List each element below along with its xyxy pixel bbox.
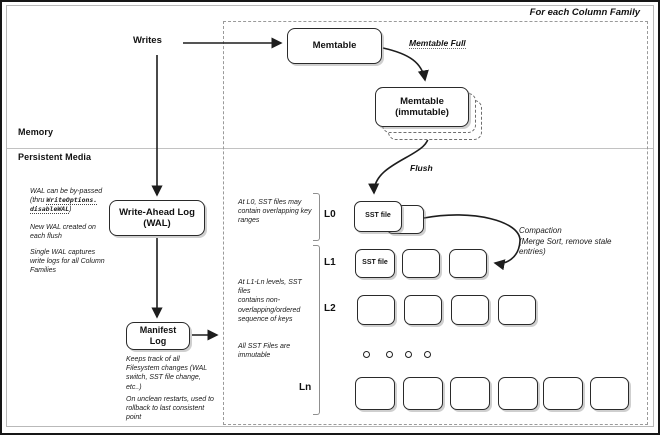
memtable-immutable-label-line1: Memtable [400,95,444,107]
wal-node: Write-Ahead Log (WAL) [109,200,205,236]
note-manifest-tracks: Keeps track of all Filesystem changes (W… [126,356,208,391]
persistent-media-section-label: Persistent Media [18,152,92,162]
bracket-l1-ln [313,245,320,415]
sst-box-l2-1 [357,295,395,325]
note-wal-bypass-line1: WAL can be by-passed [30,188,103,195]
sst-file-label-l1: SST file [362,259,388,267]
write-options-code: WriteOptions. [46,196,98,206]
sst-box-ln-4 [498,377,538,410]
sst-box-l0-front: SST file [354,201,402,232]
level-label-ln: Ln [299,382,312,393]
note-wal-new: New WAL created on each flush [30,224,96,241]
note-wal-single: Single WAL captures write logs for all C… [30,249,105,275]
memory-persistent-divider [7,148,653,149]
note-l1-ln-ordered: At L1-Ln levels, SST files contains non-… [238,279,302,323]
level-label-l0: L0 [324,209,336,220]
note-manifest-restarts: On unclean restarts, used to rollback to… [126,396,214,422]
sst-box-l1-1: SST file [355,249,395,278]
sst-box-ln-6 [590,377,629,410]
note-l0-overlapping: At L0, SST files may contain overlapping… [238,199,312,225]
bracket-l0 [313,193,320,241]
manifest-label-line1: Manifest [139,325,177,336]
memtable-full-edge-label: Memtable Full [409,38,466,49]
flush-edge-label: Flush [410,163,433,173]
sst-box-ln-3 [450,377,490,410]
writes-label: Writes [133,35,162,46]
sst-box-ln-2 [403,377,443,410]
manifest-label-line2: Log [149,336,167,346]
disable-wal-code: disableWAL [30,205,70,215]
compaction-label: Compaction (Merge Sort, remove stale ent… [519,226,612,257]
wal-label-line1: Write-Ahead Log [119,206,195,218]
level-label-l1: L1 [324,257,336,268]
column-family-container [223,21,648,425]
ellipsis-dot-2 [386,351,393,358]
column-family-label: For each Column Family [529,7,640,18]
sst-box-l1-2 [402,249,440,278]
memtable-immutable-node: Memtable (immutable) [375,87,469,127]
note-wal-bypass: WAL can be by-passed (thru WriteOptions.… [30,187,110,215]
sst-box-l2-4 [498,295,536,325]
memtable-immutable-label-line2: (immutable) [395,107,449,118]
sst-box-ln-5 [543,377,583,410]
note-wal-bypass-line2-prefix: (thru [30,197,47,205]
ellipsis-dot-3 [405,351,412,358]
ellipsis-dot-1 [363,351,370,358]
ellipsis-dot-4 [424,351,431,358]
memory-section-label: Memory [18,127,54,137]
memtable-node-label: Memtable [312,40,357,52]
sst-box-ln-1 [355,377,395,410]
note-sst-immutable: All SST Files are immutable [238,343,291,360]
sst-box-l2-2 [404,295,442,325]
sst-file-label-l0: SST file [365,212,391,220]
note-wal-bypass-line3-suffix: ) [69,206,72,214]
wal-label-line2: (WAL) [143,218,171,229]
sst-box-l2-3 [451,295,489,325]
memtable-node: Memtable [287,28,382,64]
sst-box-l1-3 [449,249,487,278]
manifest-log-node: Manifest Log [126,322,190,350]
level-label-l2: L2 [324,303,336,314]
